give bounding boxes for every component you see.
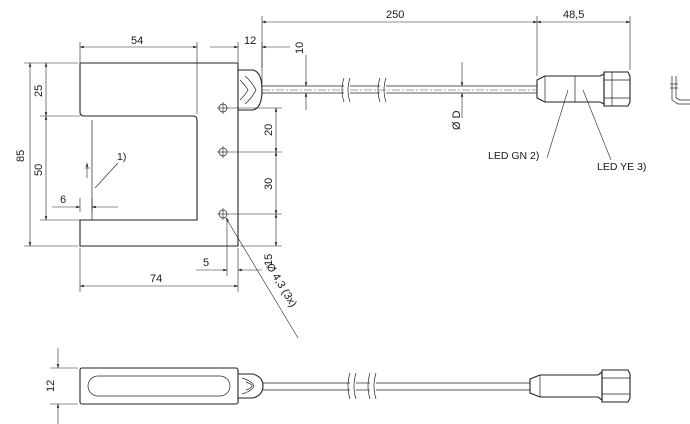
connector-side-view [670, 76, 690, 105]
head-grip-line [244, 75, 257, 105]
mounting-hole [217, 102, 229, 114]
dim-thickness: 12 [45, 380, 57, 392]
dim-body-width: 74 [150, 273, 162, 285]
hole-spec-label: Ø 4,3 (3x) [263, 261, 298, 309]
side-slot-outline [87, 375, 231, 397]
note-1-label: 1) [117, 151, 126, 163]
head-grip-line [239, 79, 249, 101]
mounting-hole [217, 208, 229, 220]
connector-nut [603, 71, 631, 107]
side-body-outline [79, 367, 239, 405]
side-view: 12 [45, 348, 631, 424]
dim-slot-width: 54 [131, 35, 143, 47]
top-view: LED GN 2) LED YE 3) 1) 250 48,5 54 12 10 [15, 9, 690, 339]
led-green-leader [546, 89, 569, 159]
cable-break-symbol [347, 77, 351, 103]
led-yellow-label: LED YE 3) [597, 161, 646, 173]
dim-head-width: 12 [244, 35, 256, 47]
note-1-leader [94, 162, 119, 189]
cable-break-symbol [341, 77, 345, 103]
connector-body [536, 73, 605, 105]
dim-slot-depth: 50 [33, 164, 45, 176]
led-green-label: LED GN 2) [488, 150, 539, 162]
dim-connector-length: 48,5 [563, 9, 584, 21]
dim-cable-length: 250 [386, 9, 404, 21]
dim-top-height: 25 [33, 85, 45, 97]
side-head [238, 373, 264, 399]
dim-total-height: 85 [15, 150, 27, 162]
mounting-hole [217, 146, 229, 158]
dim-hole-edge: 5 [203, 257, 209, 269]
cable-diameter-label: Ø D [451, 110, 463, 130]
led-yellow-leader [582, 89, 612, 161]
dim-bottom-gap: 6 [60, 194, 66, 206]
dim-hole-pitch-1: 20 [263, 124, 275, 136]
sensor-head [238, 69, 263, 111]
fork-body-outline [79, 62, 239, 247]
dim-hole-bottom: 15 [263, 254, 275, 266]
dim-hole-pitch-2: 30 [263, 178, 275, 190]
hole-spec-leader [225, 217, 299, 339]
dim-cable-offset: 10 [294, 42, 306, 54]
